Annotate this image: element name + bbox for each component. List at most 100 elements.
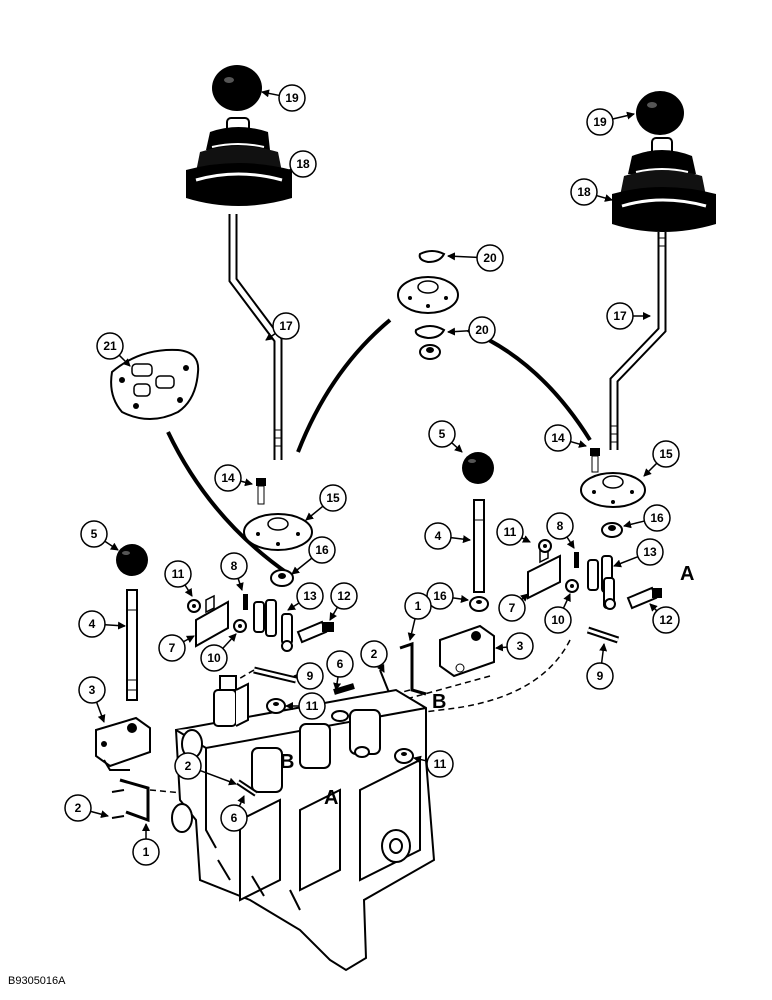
middle-nut xyxy=(469,596,489,612)
callout-leader xyxy=(377,663,385,673)
callout-number: 12 xyxy=(337,589,351,603)
callout-number: 14 xyxy=(551,431,565,445)
callout-number: 2 xyxy=(185,759,192,773)
center-clip-bottom xyxy=(414,325,446,340)
callout-circle xyxy=(220,552,248,580)
callout-number: 19 xyxy=(593,115,607,129)
callout-number: 5 xyxy=(439,427,446,441)
callout-c4-left: 4 xyxy=(78,610,126,638)
callout-c19-left: 19 xyxy=(261,84,306,112)
callout-c16-right: 16 xyxy=(623,504,671,532)
callout-circle xyxy=(636,538,664,566)
callout-number: 2 xyxy=(75,801,82,815)
callout-number: 9 xyxy=(597,669,604,683)
callout-number: 10 xyxy=(207,651,221,665)
callout-c2-middle: 2 xyxy=(360,640,388,673)
callout-c20-top: 20 xyxy=(447,244,504,272)
callout-leader xyxy=(450,535,471,544)
callout-c12-right: 12 xyxy=(649,603,680,634)
callout-number: 11 xyxy=(172,567,185,581)
callout-circle xyxy=(78,610,106,638)
callout-leader xyxy=(183,635,195,643)
callout-c6-middle: 6 xyxy=(326,650,354,691)
callout-c5-left: 5 xyxy=(80,520,119,551)
callout-number: 4 xyxy=(435,529,442,543)
left-link xyxy=(119,778,150,823)
callout-leader xyxy=(562,593,571,609)
callout-leader xyxy=(407,618,416,641)
callout-circle xyxy=(586,662,614,690)
callout-c3-middle: 3 xyxy=(495,632,534,660)
callout-number: 2 xyxy=(371,647,378,661)
callout-circle xyxy=(544,424,572,452)
callout-circle xyxy=(200,644,228,672)
callout-leader xyxy=(451,442,463,453)
callout-leader xyxy=(520,593,529,602)
callout-number: 20 xyxy=(475,323,489,337)
callout-leader xyxy=(291,557,313,575)
left-boot xyxy=(186,117,292,206)
callout-circle xyxy=(96,332,124,360)
callout-c7-left: 7 xyxy=(158,634,195,662)
callout-number: 1 xyxy=(415,599,422,613)
callout-circle xyxy=(296,662,324,690)
callout-leader xyxy=(521,535,531,543)
callout-number: 6 xyxy=(337,657,344,671)
callout-c8-left: 8 xyxy=(220,552,248,591)
callout-leader xyxy=(305,505,324,521)
callout-c18-right: 18 xyxy=(570,178,613,206)
callout-number: 15 xyxy=(326,491,340,505)
callout-circle xyxy=(424,522,452,550)
callout-circle xyxy=(586,108,614,136)
callout-c14-right: 14 xyxy=(544,424,587,452)
callout-leader xyxy=(240,478,253,487)
callout-circle xyxy=(426,750,454,778)
lever-swoop-left xyxy=(296,318,392,453)
callout-c7-right: 7 xyxy=(498,593,529,622)
callout-c11-left: 11 xyxy=(164,560,193,597)
callout-leader xyxy=(649,603,658,612)
callout-circle xyxy=(326,650,354,678)
callout-c16-left: 16 xyxy=(291,536,336,575)
callout-leader xyxy=(104,540,119,551)
callout-number: 7 xyxy=(169,641,176,655)
callout-c15-right: 15 xyxy=(643,440,680,477)
left-lever xyxy=(228,214,283,460)
callout-c13-right: 13 xyxy=(613,538,664,568)
callout-leader xyxy=(104,621,126,630)
callout-leader xyxy=(643,462,658,477)
callout-c1-middle: 1 xyxy=(404,592,432,641)
callout-circle xyxy=(158,634,186,662)
left-long-screw xyxy=(253,666,297,684)
callout-number: 20 xyxy=(483,251,497,265)
callout-leader xyxy=(235,578,244,591)
callout-leader xyxy=(261,89,280,98)
callout-circle xyxy=(428,420,456,448)
callout-circle xyxy=(298,692,326,720)
callout-circle xyxy=(164,560,192,588)
callout-leader xyxy=(570,440,587,448)
callout-number: 10 xyxy=(551,613,565,627)
callout-circle xyxy=(652,606,680,634)
callout-number: 9 xyxy=(307,669,314,683)
callout-circle xyxy=(476,244,504,272)
callout-leader xyxy=(329,606,339,621)
callout-c19-right: 19 xyxy=(586,108,635,136)
callout-number: 12 xyxy=(659,613,673,627)
callout-leader xyxy=(118,354,131,367)
right-long-screw xyxy=(586,626,620,644)
callout-leader xyxy=(265,332,276,341)
left-ball-knob xyxy=(116,544,148,576)
left-bracket-assembly xyxy=(187,594,334,652)
valve-pins xyxy=(236,683,355,797)
callout-circle xyxy=(132,838,160,866)
callout-number: 1 xyxy=(143,845,150,859)
callout-leader xyxy=(199,769,237,786)
callout-number: 21 xyxy=(103,339,117,353)
callout-c4-middle: 4 xyxy=(424,522,471,550)
callout-number: 7 xyxy=(509,601,516,615)
callout-leader xyxy=(599,643,608,664)
callout-circle xyxy=(330,582,358,610)
